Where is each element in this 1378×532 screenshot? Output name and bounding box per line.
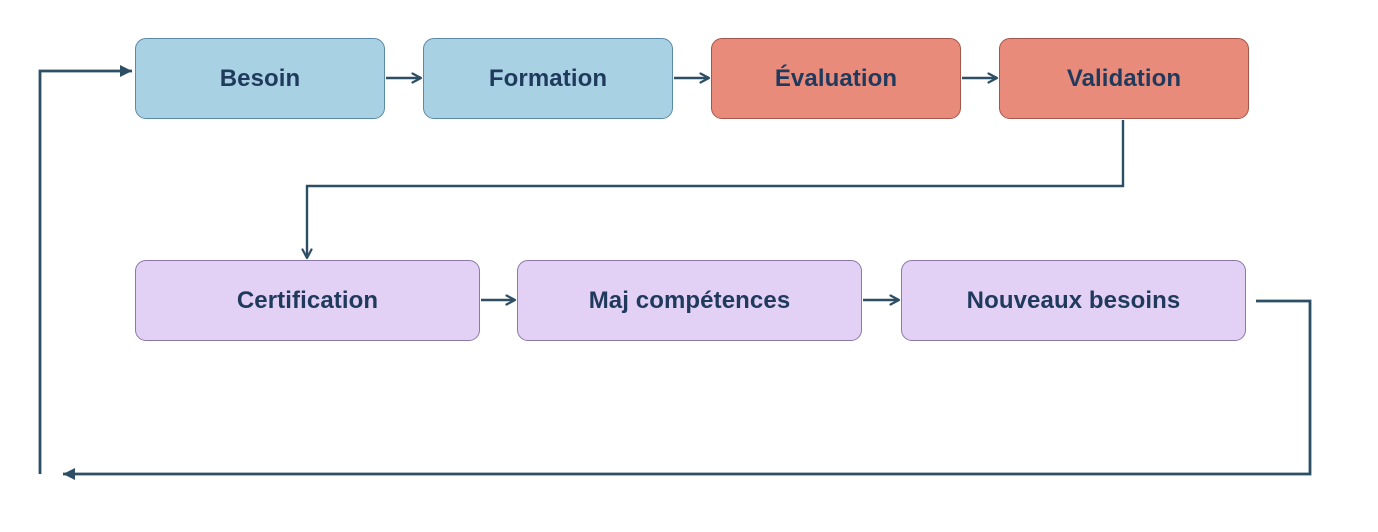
edge-loop-besoin	[38, 65, 132, 474]
node-validation: Validation	[999, 38, 1249, 119]
node-formation: Formation	[423, 38, 673, 119]
edge-validation-certification	[301, 120, 1125, 260]
node-maj-competences: Maj compétences	[517, 260, 862, 341]
node-besoin: Besoin	[135, 38, 385, 119]
node-nouveaux-besoins: Nouveaux besoins	[901, 260, 1246, 341]
node-certification: Certification	[135, 260, 480, 341]
node-evaluation: Évaluation	[711, 38, 961, 119]
edge-nouveaux-loop	[63, 299, 1312, 480]
